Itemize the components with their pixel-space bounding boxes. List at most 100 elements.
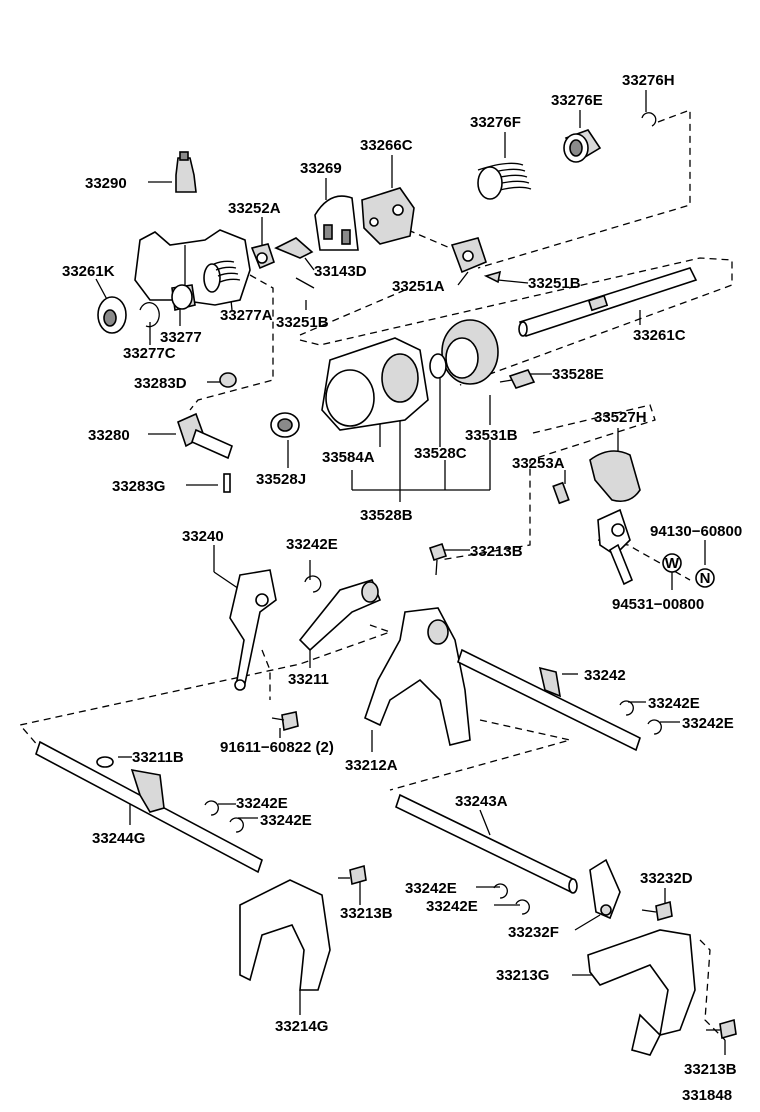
part-33280	[177, 412, 233, 460]
label-33252A[interactable]: 33252A	[228, 200, 281, 217]
label-33242[interactable]: 33242	[584, 667, 626, 684]
part-33261C	[518, 267, 698, 337]
part-33243A	[395, 793, 578, 894]
label-33251B-left[interactable]: 33251B	[276, 314, 329, 331]
label-33283D[interactable]: 33283D	[134, 375, 187, 392]
part-33531B	[441, 319, 499, 385]
part-33290	[175, 151, 197, 193]
label-33242E-left-2[interactable]: 33242E	[260, 812, 312, 829]
part-33211B	[96, 756, 114, 768]
leader-lines	[95, 90, 726, 1055]
part-33232F	[589, 858, 621, 920]
label-33527H[interactable]: 33527H	[594, 409, 647, 426]
part-33213B-lower	[706, 1018, 737, 1040]
label-33528J[interactable]: 33528J	[256, 471, 306, 488]
part-91611	[271, 711, 299, 732]
marker-w: W	[662, 553, 682, 573]
label-33528C[interactable]: 33528C	[414, 445, 467, 462]
label-33584A[interactable]: 33584A	[322, 449, 375, 466]
label-33232D[interactable]: 33232D	[640, 870, 693, 887]
part-33528J	[270, 412, 300, 438]
label-33290[interactable]: 33290	[85, 175, 127, 192]
label-33528E[interactable]: 33528E	[552, 366, 604, 383]
label-33213B-middle[interactable]: 33213B	[340, 905, 393, 922]
part-33242E-c	[647, 719, 662, 735]
label-33261C[interactable]: 33261C	[633, 327, 686, 344]
label-33242E-right-2[interactable]: 33242E	[682, 715, 734, 732]
label-33276H[interactable]: 33276H	[622, 72, 675, 89]
label-33211[interactable]: 33211	[288, 671, 329, 688]
part-33276F	[477, 162, 532, 200]
label-33212A[interactable]: 33212A	[345, 757, 398, 774]
part-33251B-pin	[295, 277, 315, 289]
label-33528B[interactable]: 33528B	[360, 507, 413, 524]
label-33251A[interactable]: 33251A	[392, 278, 445, 295]
label-33213B-lower[interactable]: 33213B	[684, 1061, 737, 1078]
part-33242	[457, 648, 641, 752]
label-33277A[interactable]: 33277A	[220, 307, 273, 324]
part-33242E-f	[493, 883, 508, 899]
label-33213B-upper[interactable]: 33213B	[470, 543, 523, 560]
label-33242E-upper[interactable]: 33242E	[286, 536, 338, 553]
label-33283G[interactable]: 33283G	[112, 478, 165, 495]
label-33143D[interactable]: 33143D	[314, 263, 367, 280]
label-33280[interactable]: 33280	[88, 427, 130, 444]
label-33276E[interactable]: 33276E	[551, 92, 603, 109]
part-33143D	[274, 237, 314, 259]
label-33531B[interactable]: 33531B	[465, 427, 518, 444]
part-33212A	[364, 607, 471, 746]
label-33277[interactable]: 33277	[160, 329, 202, 346]
part-33277A	[203, 260, 241, 293]
part-33242E-g	[515, 899, 530, 915]
label-33266C[interactable]: 33266C	[360, 137, 413, 154]
label-33242E-mid-1[interactable]: 33242E	[405, 880, 457, 897]
part-33283G	[223, 473, 231, 493]
part-33252A	[250, 243, 275, 270]
part-33277	[171, 284, 196, 311]
part-labels: 33276H 33276E 33276F 33266C 33269 33290 …	[62, 72, 742, 1104]
part-33276E	[563, 129, 602, 163]
label-33232F[interactable]: 33232F	[508, 924, 559, 941]
label-33213G[interactable]: 33213G	[496, 967, 549, 984]
part-33251A	[450, 237, 502, 284]
part-33242E-e	[229, 817, 244, 833]
part-33527H	[589, 450, 641, 503]
part-housing-left	[134, 229, 251, 306]
label-94130-60800[interactable]: 94130−60800	[650, 523, 742, 540]
label-33261K[interactable]: 33261K	[62, 263, 115, 280]
part-33266C	[361, 187, 415, 245]
label-94531-00800[interactable]: 94531−00800	[612, 596, 704, 613]
label-33242E-right-1[interactable]: 33242E	[648, 695, 700, 712]
label-91611-60822[interactable]: 91611−60822 (2)	[220, 739, 334, 756]
svg-text:W: W	[665, 555, 680, 572]
part-33277C	[139, 301, 160, 328]
label-33276F[interactable]: 33276F	[470, 114, 521, 131]
label-33243A[interactable]: 33243A	[455, 793, 508, 810]
part-33232D	[641, 900, 673, 922]
label-33211B[interactable]: 33211B	[132, 749, 184, 766]
part-33213B-middle	[338, 864, 367, 886]
part-33242E-a	[304, 575, 322, 593]
label-33251B-right[interactable]: 33251B	[528, 275, 581, 292]
part-33276H	[641, 112, 657, 127]
part-33211	[298, 579, 382, 652]
part-33242E-b	[619, 700, 634, 716]
part-33261K	[97, 296, 127, 334]
label-33242E-left-1[interactable]: 33242E	[236, 795, 288, 812]
label-33244G[interactable]: 33244G	[92, 830, 145, 847]
label-33253A[interactable]: 33253A	[512, 455, 565, 472]
part-select-lever	[597, 508, 634, 586]
label-33277C[interactable]: 33277C	[123, 345, 176, 362]
svg-text:N: N	[700, 570, 711, 587]
label-33214G[interactable]: 33214G	[275, 1018, 328, 1035]
label-33269[interactable]: 33269	[300, 160, 342, 177]
label-33240[interactable]: 33240	[182, 528, 224, 545]
part-33214G	[239, 879, 331, 991]
diagram-reference-number: 331848	[682, 1087, 732, 1104]
label-33242E-mid-2[interactable]: 33242E	[426, 898, 478, 915]
part-33253A	[552, 481, 570, 505]
part-33242E-d	[204, 800, 219, 816]
marker-n: N	[695, 568, 715, 588]
dashed-guides	[18, 109, 733, 1041]
